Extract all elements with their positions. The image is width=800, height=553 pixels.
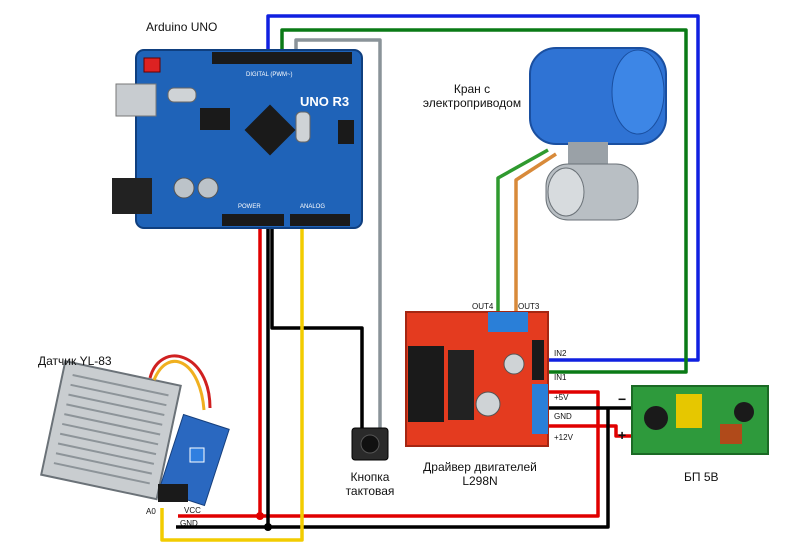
valve-actuator-cap (611, 49, 665, 135)
pin-5v-label: +5V (554, 393, 569, 402)
arduino-header-bottom-power (222, 214, 284, 226)
valve-label-line1: Кран с (453, 82, 491, 96)
junction-power (256, 512, 264, 520)
oscillator-icon (295, 111, 311, 143)
driver-label: Драйвер двигателей L298N (400, 460, 560, 488)
psu-capacitor-icon (734, 402, 754, 422)
l298n-driver: OUT4 OUT3 IN2 IN1 +5V GND +12V (405, 302, 574, 447)
wire-5v-out (260, 390, 600, 518)
psu-capacitor-icon (644, 406, 668, 430)
wire-a0 (160, 222, 304, 542)
terminal-power-icon (532, 384, 548, 434)
driver-capacitor-icon (475, 391, 501, 417)
valve-stem (568, 142, 608, 164)
pin-out3-label: OUT3 (518, 302, 540, 311)
sensor-potentiometer-icon (189, 447, 205, 463)
pin-vcc-label: VCC (184, 506, 201, 515)
button-label-line1: Кнопка (350, 470, 390, 484)
heatsink-icon (408, 346, 444, 422)
board-model-text: UNO R3 (300, 94, 349, 109)
button-label-line2: тактовая (345, 484, 395, 498)
board-power-text: POWER (238, 204, 261, 210)
wire-gnd-arduino (270, 222, 364, 432)
terminal-out3-icon (508, 312, 528, 332)
psu-label: БП 5В (684, 470, 719, 484)
arduino-label: Arduino UNO (146, 20, 218, 34)
wire-in1 (280, 28, 688, 374)
board-digital-text: DIGITAL (PWM~) (246, 72, 293, 78)
crystal-icon (167, 87, 197, 103)
driver-capacitor-icon (503, 353, 525, 375)
valve-port (547, 167, 585, 217)
sensor-cable-orange (152, 360, 206, 411)
rain-sensor: A0 VCC GND (40, 354, 230, 528)
pin-in1-label: IN1 (554, 373, 567, 382)
tactile-button (351, 427, 389, 461)
pin-in2-label: IN2 (554, 349, 567, 358)
wire-motor-orange (514, 152, 557, 312)
valve-label-line2: электроприводом (422, 96, 522, 110)
board-analog-text: ANALOG (300, 204, 325, 210)
button-cap (360, 434, 380, 454)
reset-button-icon (143, 57, 161, 73)
icsp-header-icon (338, 120, 354, 144)
arduino-board: UNO R3 DIGITAL (PWM~) POWER ANALOG (112, 49, 363, 229)
sensor-header-icon (158, 484, 188, 502)
psu-plus-label: + (618, 427, 626, 443)
psu-inductor-icon (720, 424, 742, 444)
wire-motor-green (496, 148, 549, 312)
psu-minus-label: − (618, 391, 626, 407)
wire-gnd-psu (268, 406, 632, 529)
sensor-plate (40, 360, 182, 501)
pin-gnd-label: GND (554, 412, 572, 421)
pin-12v-label: +12V (554, 433, 574, 442)
capacitor-icon (197, 177, 219, 199)
psu-5v: − + (618, 385, 769, 455)
sensor-cable-red (148, 354, 212, 409)
driver-label-line2: L298N (462, 474, 498, 488)
valve-label: Кран с электроприводом (412, 82, 532, 110)
wire-12v (548, 424, 632, 438)
pin-a0-label: A0 (146, 507, 156, 516)
sensor-label: Датчик YL-83 (38, 354, 112, 368)
header-in-icon (532, 340, 544, 380)
arduino-header-bottom-analog (290, 214, 350, 226)
capacitor-icon (173, 177, 195, 199)
usb-port-icon (115, 83, 157, 117)
pin-out4-label: OUT4 (472, 302, 494, 311)
junction-gnd (264, 523, 272, 531)
pin-sensor-gnd-label: GND (180, 519, 198, 528)
usb-chip-icon (200, 108, 230, 130)
button-label: Кнопка тактовая (322, 470, 418, 498)
wire-in2 (266, 14, 700, 362)
motor-valve (529, 47, 667, 221)
psu-transformer-icon (676, 394, 702, 428)
wire-button (294, 38, 382, 432)
driver-label-line1: Драйвер двигателей (423, 460, 537, 474)
arduino-header-top (212, 52, 352, 64)
driver-chip-icon (448, 350, 474, 420)
terminal-out4-icon (488, 312, 508, 332)
power-jack-icon (112, 178, 152, 214)
